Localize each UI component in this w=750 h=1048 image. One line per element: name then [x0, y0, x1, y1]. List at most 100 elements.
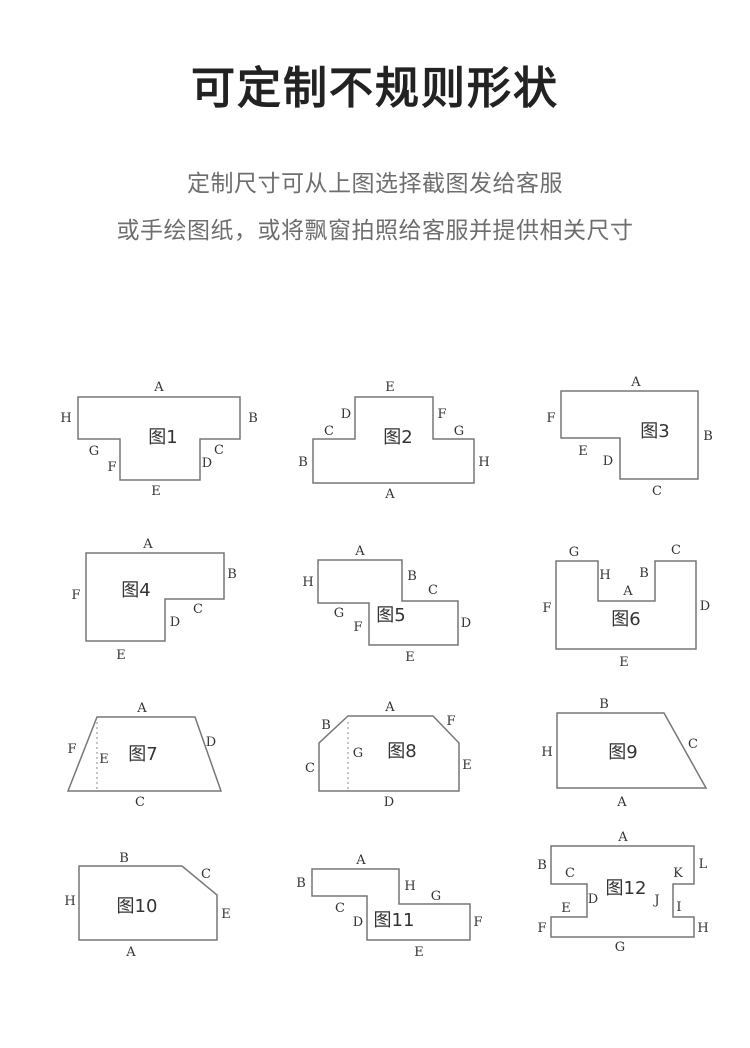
- figure-8-label: F: [446, 714, 455, 729]
- figure-7-label: A: [136, 701, 147, 716]
- figure-9: 图9 B H C A: [541, 697, 708, 810]
- figure-2-label: C: [324, 424, 334, 439]
- figure-12-label: F: [537, 921, 546, 936]
- figure-8-label: B: [321, 718, 331, 733]
- figure-2-label: E: [385, 380, 395, 395]
- figure-12-title: 图12: [606, 878, 647, 899]
- figure-4-label: D: [170, 615, 180, 630]
- figure-4-label: A: [142, 537, 153, 552]
- figure-5-title: 图5: [376, 605, 405, 626]
- figure-10: 图10 B C H E A: [64, 851, 230, 960]
- figure-1-label: C: [214, 443, 224, 458]
- figure-6-label: H: [599, 568, 610, 583]
- figure-11-label: A: [355, 853, 366, 868]
- figure-11-label: E: [414, 945, 424, 960]
- figure-8-label: G: [353, 746, 363, 761]
- figure-1-label: G: [89, 444, 99, 459]
- figure-4: 图4 A B F C D E: [71, 537, 236, 663]
- subtitle-line-1: 定制尺寸可从上图选择截图发给客服: [187, 171, 563, 197]
- figure-8-label: D: [384, 795, 394, 810]
- figure-11: 图11 A B H G C D F E: [296, 853, 482, 960]
- figure-1: 图1 A H B G C F D E: [60, 380, 257, 499]
- figure-9-label: B: [599, 697, 609, 712]
- figure-12-label: A: [617, 830, 628, 845]
- figure-2-label: D: [341, 407, 351, 422]
- figure-6-label: F: [542, 601, 551, 616]
- figure-6-label: G: [569, 545, 579, 560]
- figure-11-label: F: [473, 915, 482, 930]
- figure-1-label: A: [153, 380, 164, 395]
- figure-10-title: 图10: [117, 896, 158, 917]
- figure-2-label: H: [478, 455, 489, 470]
- figure-2-label: F: [437, 407, 446, 422]
- figure-8-label: C: [305, 761, 315, 776]
- figure-5-label: H: [302, 575, 313, 590]
- figure-5-label: D: [461, 616, 471, 631]
- figure-3-label: C: [652, 484, 662, 499]
- figure-5-label: A: [354, 544, 365, 559]
- figure-5-label: G: [334, 606, 344, 621]
- figure-12-label: E: [561, 901, 571, 916]
- figure-11-label: C: [335, 901, 345, 916]
- figure-2-label: A: [384, 487, 395, 502]
- figure-7-label: F: [67, 742, 76, 757]
- figure-3: 图3 A F B E D C: [546, 375, 712, 499]
- figure-8-label: E: [462, 758, 472, 773]
- figure-10-label: C: [201, 867, 211, 882]
- figure-11-label: H: [404, 879, 415, 894]
- figure-11-title: 图11: [374, 910, 415, 931]
- figure-12-label: K: [673, 866, 683, 881]
- figure-11-label: G: [431, 889, 441, 904]
- figure-6-title: 图6: [611, 609, 640, 630]
- figure-6: 图6 G C H A B F D E: [542, 543, 710, 670]
- figure-6-label: C: [671, 543, 681, 558]
- figure-12-label: L: [699, 857, 708, 872]
- figure-10-label: B: [119, 851, 129, 866]
- figure-3-label: F: [546, 411, 555, 426]
- figure-1-label: D: [202, 456, 212, 471]
- figure-4-label: F: [71, 588, 80, 603]
- figure-12-label: C: [565, 866, 575, 881]
- figure-12-label: J: [652, 893, 659, 908]
- figure-9-title: 图9: [608, 742, 637, 763]
- figure-12-label: H: [697, 921, 708, 936]
- figure-9-label: H: [541, 745, 552, 760]
- figure-3-label: B: [703, 429, 713, 444]
- figure-4-title: 图4: [121, 580, 150, 601]
- figure-8: 图8 A B F G C E D: [305, 700, 472, 810]
- figure-7: 图7 A F E D C: [66, 701, 223, 810]
- figure-11-label: D: [353, 915, 363, 930]
- figure-3-label: A: [630, 375, 641, 390]
- subtitle-line-2: 或手绘图纸，或将飘窗拍照给客服并提供相关尺寸: [116, 218, 634, 244]
- figure-7-label: D: [206, 735, 216, 750]
- figure-1-label: H: [60, 411, 71, 426]
- figure-5-label: B: [407, 569, 417, 584]
- page-title: 可定制不规则形状: [191, 63, 559, 114]
- figure-12-label: I: [676, 900, 681, 915]
- figure-2-title: 图2: [383, 427, 412, 448]
- figure-1-label: F: [107, 460, 116, 475]
- figure-4-label: E: [116, 648, 126, 663]
- figure-12: 图12 A B L C K D J E I F H G: [537, 830, 708, 955]
- figure-12-label: B: [537, 858, 547, 873]
- figure-10-label: A: [125, 945, 136, 960]
- figure-11-label: B: [296, 876, 306, 891]
- figure-5: 图5 A H B C G F D E: [302, 544, 471, 665]
- figure-12-label: G: [615, 940, 625, 955]
- figure-5-label: E: [405, 650, 415, 665]
- figure-3-label: D: [603, 454, 613, 469]
- figure-5-label: C: [428, 583, 438, 598]
- figure-1-title: 图1: [148, 427, 177, 448]
- figure-2: 图2 E D F C G B H A: [298, 380, 489, 502]
- figure-10-label: E: [221, 907, 231, 922]
- figure-1-label: E: [151, 484, 161, 499]
- figure-7-label: C: [135, 795, 145, 810]
- figure-8-title: 图8: [387, 741, 416, 762]
- figure-3-title: 图3: [640, 421, 669, 442]
- figure-2-label: G: [454, 424, 464, 439]
- figure-3-label: E: [578, 444, 588, 459]
- figure-7-label: E: [99, 752, 109, 767]
- figure-7-title: 图7: [128, 744, 157, 765]
- figure-4-label: C: [193, 602, 203, 617]
